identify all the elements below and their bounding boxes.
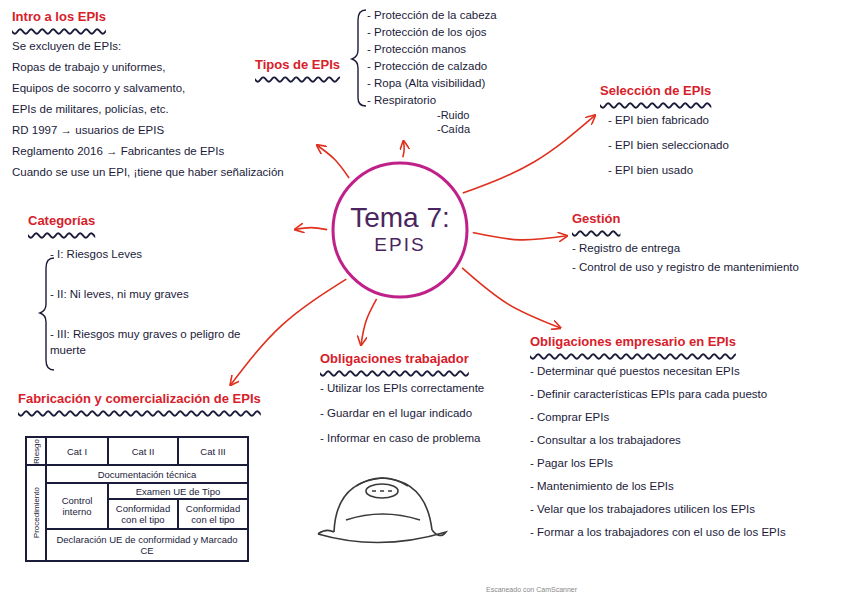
topic-branch: Obligaciones empresario en EPIs - Determi… [530,333,835,540]
ellipse-outline [333,163,467,297]
table-cell: Cat II [108,437,178,465]
branch-text: - Informar en caso de problema [320,430,525,446]
branch-text: - Protección manos [367,41,525,57]
branch-text: Cuando se use un EPI, ¡tiene que haber s… [12,164,312,180]
topic-branch: Gestión - Registro de entrega - Control de… [572,210,844,275]
branch-text: Se excluyen de EPIs: [12,38,312,54]
table-cell: Control interno [46,483,108,529]
branch-text: Equipos de socorro y salvamento, [12,80,312,96]
branch-text: EPIs de militares, policías, etc. [12,101,312,117]
branch-heading: Selección de EPIs [600,82,820,100]
branch-text: - Respiratorio [367,92,525,108]
topic-branch: Selección de EPIs - EPI bien fabricado - E… [600,82,820,178]
branch-text: - EPI bien seleccionado [608,137,820,153]
branch-heading: Categorías [28,212,290,230]
branch-text: Reglamento 2016 → Fabricantes de EPIs [12,143,312,159]
table-cell: Documentación técnica [46,465,248,483]
branch-text: - Ropa (Alta visibilidad) [367,75,525,91]
branch-heading: Obligaciones empresario en EPIs [530,333,835,351]
branch-text: EPIS [374,234,425,257]
table-cell: Conformidad con el tipo [178,499,248,529]
topic-branch: Intro a los EPIsSe excluyen de EPIs:Ropa… [12,8,312,180]
branch-text: - Formar a los trabajadores con el uso d… [530,524,835,540]
branch-text: - EPI bien fabricado [608,112,820,128]
branch-text: - Protección de los ojos [367,24,525,40]
branch-text: - Comprar EPIs [530,409,835,425]
branch-text: - Guardar en el lugar indicado [320,405,525,421]
table-cell: Declaración UE de conformidad y Marcado … [46,529,248,561]
branch-heading: Intro a los EPIs [12,8,312,26]
branch-text: - Utilizar los EPIs correctamente [320,380,525,396]
branch-arrow [317,145,349,178]
branch-text: - Consultar a los trabajadores [530,432,835,448]
branch-text: - Protección de la cabeza [367,7,525,23]
branch-arrow [403,141,404,157]
branch-arrow [463,115,595,193]
list-bracket [352,10,366,106]
topic-branch: Categorías - I: Riesgos Leves - II: Ni lev… [28,212,290,358]
table-cell: Cat III [178,437,248,465]
branch-text: - Mantenimiento de los EPIs [530,478,835,494]
table-cell: Examen UE de Tipo [108,483,248,499]
table-cell-frame: Riesgo [26,437,46,465]
branch-text: - II: Ni leves, ni muy graves [50,286,260,302]
branch-text: - III: Riesgos muy graves o peligro de m… [50,326,260,358]
topic-branch: Obligaciones trabajador - Utilizar los EP… [320,350,525,446]
branch-text: RD 1997 → usuarios de EPIS [12,122,312,138]
branch-text: - Pagar los EPIs [530,455,835,471]
topic-branch: Tipos de EPIs- Protección de la cabeza- … [255,6,525,136]
certification-table: Riesgo Cat ICat IICat III Procedimiento Doc… [25,436,249,562]
branch-text: - Control de uso y registro de mantenimi… [572,259,844,275]
branch-text: - Protección de calzado [367,58,525,74]
branch-arrow [231,279,347,385]
branch-text: -Ruido [437,108,525,122]
table-cell: Cat I [46,437,108,465]
branch-text: - Determinar qué puestos necesitan EPIs [530,363,835,379]
branch-heading: Gestión [572,210,844,228]
branch-text: - Velar que los trabajadores utilicen lo… [530,501,835,517]
table-cell: Conformidad con el tipo [108,499,178,529]
table-cell-frame: Procedimiento [26,465,46,561]
branch-text: -Caída [437,122,525,136]
branch-arrow [462,268,560,328]
central-topic: Tema 7:EPIS [330,160,470,300]
branch-arrow [473,233,567,240]
table-row-header: Riesgo [31,439,42,464]
branch-text: - Definir características EPIs para cada… [530,386,835,402]
branch-heading: Tipos de EPIs [255,56,347,74]
table-row-header: Procedimiento [31,487,42,538]
branch-heading: Fabricación y comercialización de EPIs [18,390,268,408]
branch-arrow [295,228,327,230]
helmet-illustration [318,478,446,543]
branch-text: - EPI bien usado [608,162,820,178]
watermark: Escaneado con CamScanner [486,586,577,593]
branch-text: Tema 7: [350,203,450,234]
branch-text: - Registro de entrega [572,240,844,256]
branch-heading: Obligaciones trabajador [320,350,525,368]
branch-arrow [361,299,377,345]
topic-branch: Fabricación y comercialización de EPIs [18,390,268,420]
branch-text: - I: Riesgos Leves [50,246,260,262]
